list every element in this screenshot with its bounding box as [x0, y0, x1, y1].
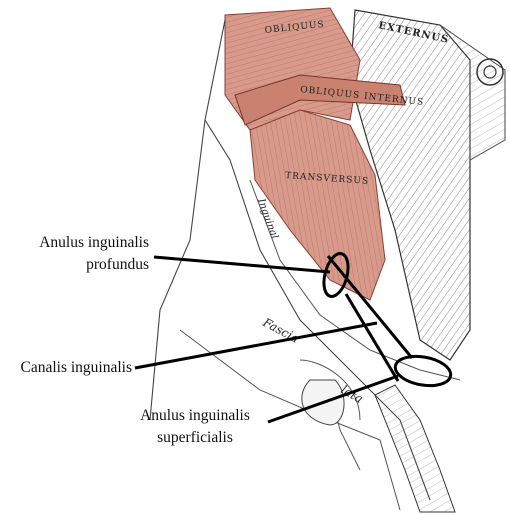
callout-anulus-inguinalis-superficialis: Anulus inguinalis superficialis — [126, 405, 264, 449]
callout-superficialis-line2: superficialis — [126, 427, 264, 449]
leader-line-profundus — [154, 257, 330, 272]
spermatic-cord — [375, 385, 455, 512]
callout-canalis-inguinalis: Canalis inguinalis — [4, 357, 132, 379]
callout-anulus-inguinalis-profundus: Anulus inguinalis profundus — [4, 232, 149, 276]
callout-canalis-line1: Canalis inguinalis — [4, 357, 132, 379]
callout-superficialis-line1: Anulus inguinalis — [126, 405, 264, 427]
callout-profundus-line2: profundus — [4, 254, 149, 276]
callout-profundus-line1: Anulus inguinalis — [4, 232, 149, 254]
